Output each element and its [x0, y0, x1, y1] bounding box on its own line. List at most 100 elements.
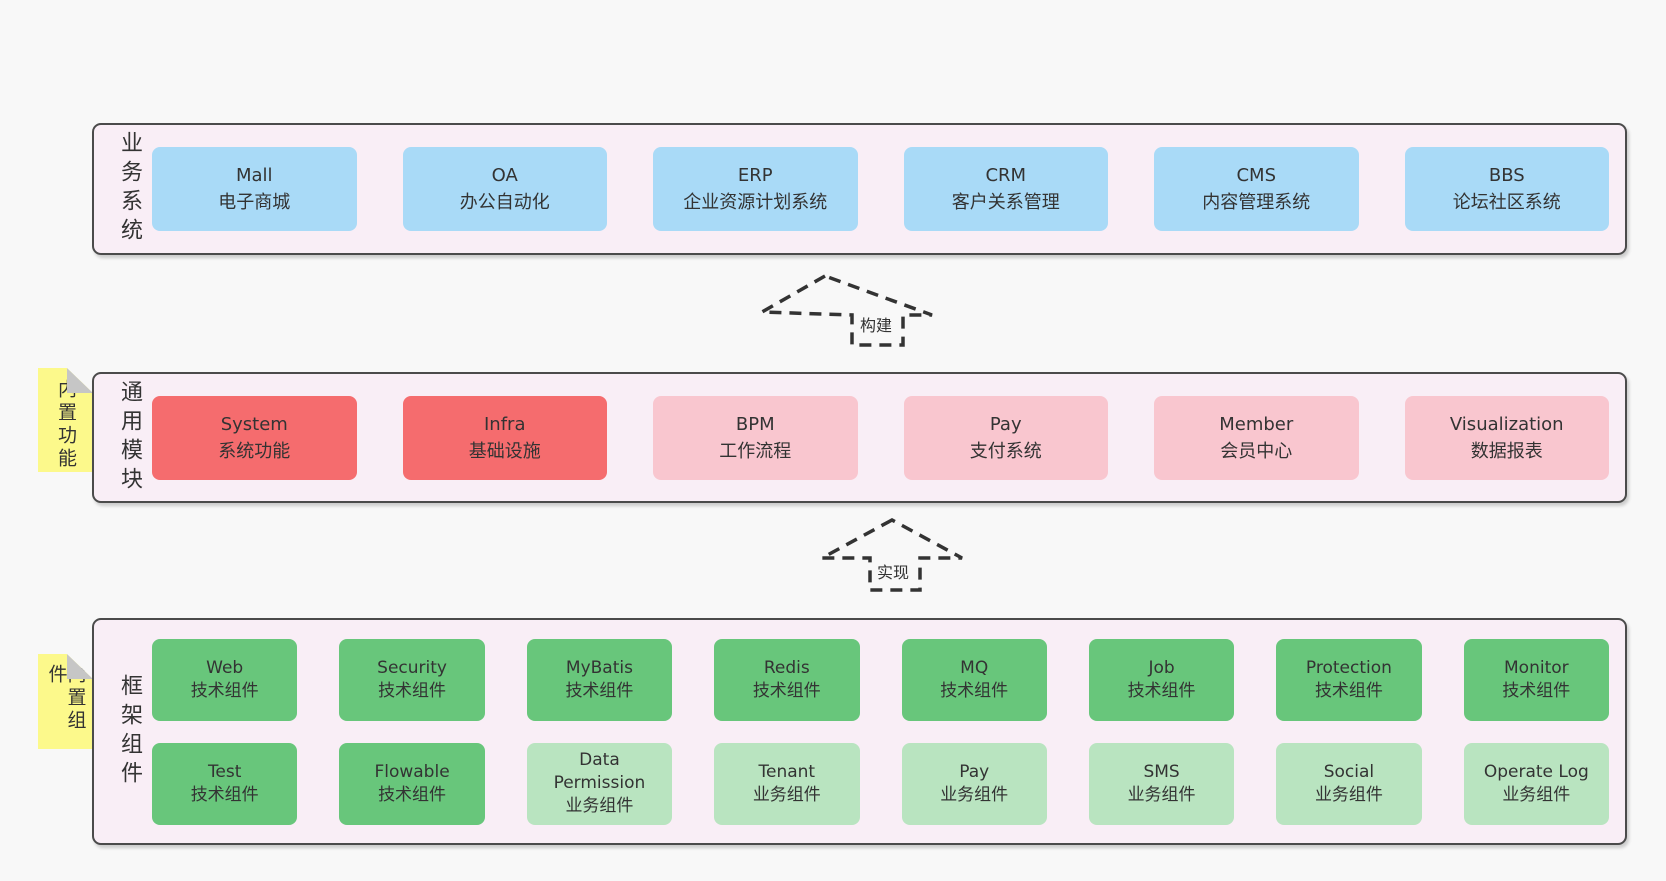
layer-row: System 系统功能 Infra 基础设施 BPM 工作流程 Pay 支付系统 Member 会… — [152, 395, 1609, 480]
box-subtitle: 系统功能 — [218, 440, 291, 462]
box-subtitle: 客户关系管理 — [951, 192, 1060, 213]
layer-rows: System 系统功能 Infra 基础设施 BPM 工作流程 Pay 支付系统 Member 会… — [140, 395, 1625, 480]
block-arrow-up-icon — [821, 518, 963, 592]
box-crm: CRM 客户关系管理 — [903, 147, 1108, 231]
box-erp: ERP 企业资源计划系统 — [653, 147, 858, 231]
box-oa: OA 办公自动化 — [402, 147, 607, 231]
box-subtitle: 内容管理系统 — [1202, 192, 1311, 213]
layer-common-modules: 通用模块 System 系统功能 Infra 基础设施 BPM 工作流程 Pay 支付系统 Me… — [92, 372, 1627, 503]
box-infra: Infra 基础设施 — [402, 395, 607, 480]
box-subtitle: 技术组件 — [190, 680, 259, 701]
box-mall: Mall 电子商城 — [152, 147, 357, 231]
box-member: Member 会员中心 — [1154, 395, 1359, 480]
box-title: Visualization — [1449, 413, 1564, 435]
box-subtitle: 会员中心 — [1220, 440, 1293, 462]
box-bpm: BPM 工作流程 — [653, 395, 858, 480]
box-subtitle: 技术组件 — [1502, 680, 1571, 701]
arrow-up-implement: 实现 — [821, 517, 963, 592]
box-title: Protection — [1305, 657, 1392, 678]
box-title: OA — [491, 165, 518, 186]
box-subtitle: 技术组件 — [1127, 680, 1196, 701]
arrow-label: 构建 — [857, 311, 896, 337]
box-subtitle: 工作流程 — [719, 440, 792, 462]
layer-label-business-systems: 业务系统 — [117, 131, 142, 247]
box-subtitle: 技术组件 — [378, 680, 447, 701]
box-subtitle: 技术组件 — [940, 680, 1009, 701]
box-title: MyBatis — [565, 657, 633, 678]
folded-corner-icon — [67, 654, 93, 679]
folded-corner-icon — [67, 368, 93, 393]
box-title: Data Permission — [553, 750, 646, 794]
box-title: Operate Log — [1483, 761, 1589, 782]
box-title: Flowable — [374, 761, 450, 782]
tag-label: 内置组件 — [45, 664, 87, 733]
box-subtitle: 论坛社区系统 — [1452, 192, 1561, 213]
box-subtitle: 数据报表 — [1470, 440, 1543, 462]
box-subtitle: 业务组件 — [752, 784, 821, 805]
box-subtitle: 基础设施 — [468, 440, 541, 462]
box-title: CRM — [985, 165, 1027, 186]
box-title: BPM — [735, 413, 775, 435]
box-title: Pay — [989, 413, 1022, 435]
box-title: Pay — [959, 761, 990, 782]
box-title: BBS — [1488, 165, 1525, 186]
box-title: Mall — [235, 165, 273, 186]
tag-label: 内置功能 — [55, 379, 77, 471]
box-cms: CMS 内容管理系统 — [1154, 147, 1359, 231]
tag-built-in-components: 内置组件 — [38, 654, 93, 749]
block-arrow-up-icon — [755, 274, 933, 347]
arrow-label: 实现 — [874, 558, 913, 584]
box-subtitle: 办公自动化 — [459, 192, 550, 213]
box-subtitle: 技术组件 — [565, 680, 634, 701]
box-title: SMS — [1143, 761, 1180, 782]
box-title: Monitor — [1504, 657, 1569, 678]
box-title: Redis — [763, 657, 810, 678]
box-subtitle: 技术组件 — [752, 680, 821, 701]
box-title: Social — [1323, 761, 1375, 782]
layer-rows: Mall 电子商城 OA 办公自动化 ERP 企业资源计划系统 CRM 客户关系管理 CMS 内容… — [140, 147, 1625, 231]
box-subtitle: 技术组件 — [190, 784, 259, 805]
box-subtitle: 业务组件 — [940, 784, 1009, 805]
tag-built-in-functions: 内置功能 — [38, 368, 93, 472]
arrow-up-build: 构建 — [755, 273, 933, 348]
box-title: Security — [377, 657, 447, 678]
box-title: Tenant — [758, 761, 816, 782]
box-subtitle: 业务组件 — [1127, 784, 1196, 805]
box-title: MQ — [960, 657, 989, 678]
layer-business-systems: 业务系统 Mall 电子商城 OA 办公自动化 ERP 企业资源计划系统 CRM 客户关系管理… — [92, 123, 1627, 255]
box-title: Member — [1219, 413, 1294, 435]
box-subtitle: 技术组件 — [378, 784, 447, 805]
box-visualization: Visualization 数据报表 — [1404, 395, 1609, 480]
box-title: Infra — [484, 413, 526, 435]
box-subtitle: 电子商城 — [218, 192, 291, 213]
box-bbs: BBS 论坛社区系统 — [1404, 147, 1609, 231]
box-system: System 系统功能 — [152, 395, 357, 480]
box-title: System — [220, 413, 288, 435]
box-subtitle: 企业资源计划系统 — [683, 192, 828, 213]
layer-label-common-modules: 通用模块 — [117, 379, 142, 496]
box-subtitle: 支付系统 — [969, 440, 1042, 462]
box-subtitle: 业务组件 — [1314, 784, 1383, 805]
box-title: ERP — [737, 165, 773, 186]
box-title: Web — [206, 657, 244, 678]
box-title: CMS — [1236, 165, 1277, 186]
